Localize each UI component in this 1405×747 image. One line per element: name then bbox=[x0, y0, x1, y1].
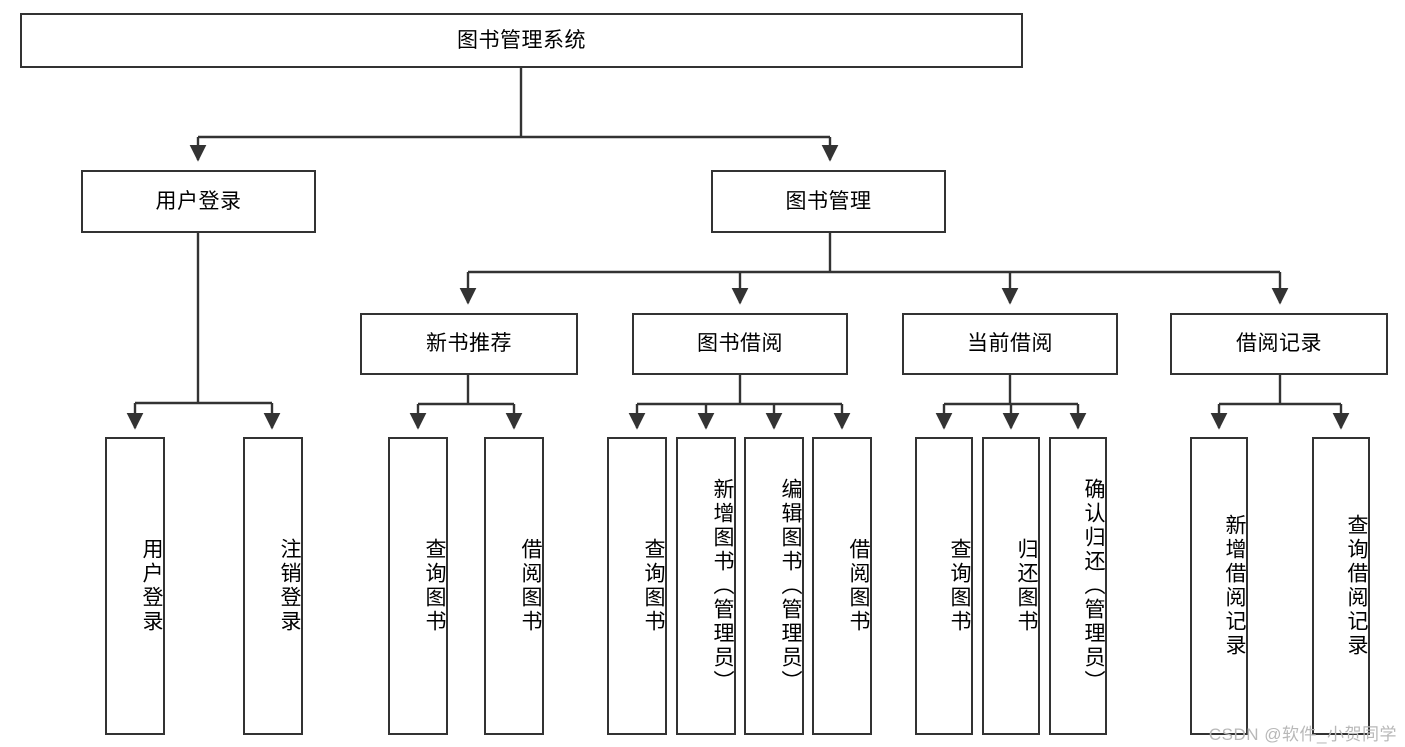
node-root[interactable]: 图书管理系统 bbox=[20, 13, 1023, 68]
leaf-query-books-borrow[interactable]: 查询图书 bbox=[607, 437, 667, 735]
leaf-return-book[interactable]: 归还图书 bbox=[982, 437, 1040, 735]
leaf-query-books-recommend[interactable]: 查询图书 bbox=[388, 437, 448, 735]
node-book-management-module[interactable]: 图书管理 bbox=[711, 170, 946, 233]
leaf-add-borrow-record[interactable]: 新增借阅记录 bbox=[1190, 437, 1248, 735]
node-book-borrow[interactable]: 图书借阅 bbox=[632, 313, 848, 375]
leaf-user-logout[interactable]: 注销登录 bbox=[243, 437, 303, 735]
leaf-confirm-return-admin[interactable]: 确认归还（管理员） bbox=[1049, 437, 1107, 735]
leaf-add-book-admin[interactable]: 新增图书（管理员） bbox=[676, 437, 736, 735]
node-new-book-recommend[interactable]: 新书推荐 bbox=[360, 313, 578, 375]
leaf-query-books-current[interactable]: 查询图书 bbox=[915, 437, 973, 735]
leaf-user-login[interactable]: 用户登录 bbox=[105, 437, 165, 735]
leaf-edit-book-admin[interactable]: 编辑图书（管理员） bbox=[744, 437, 804, 735]
leaf-borrow-book[interactable]: 借阅图书 bbox=[812, 437, 872, 735]
node-user-login-module[interactable]: 用户登录 bbox=[81, 170, 316, 233]
leaf-query-borrow-record[interactable]: 查询借阅记录 bbox=[1312, 437, 1370, 735]
node-borrow-records[interactable]: 借阅记录 bbox=[1170, 313, 1388, 375]
node-current-borrow[interactable]: 当前借阅 bbox=[902, 313, 1118, 375]
csdn-watermark: CSDN @软件_小贺同学 bbox=[1208, 725, 1397, 744]
leaf-borrow-books-recommend[interactable]: 借阅图书 bbox=[484, 437, 544, 735]
